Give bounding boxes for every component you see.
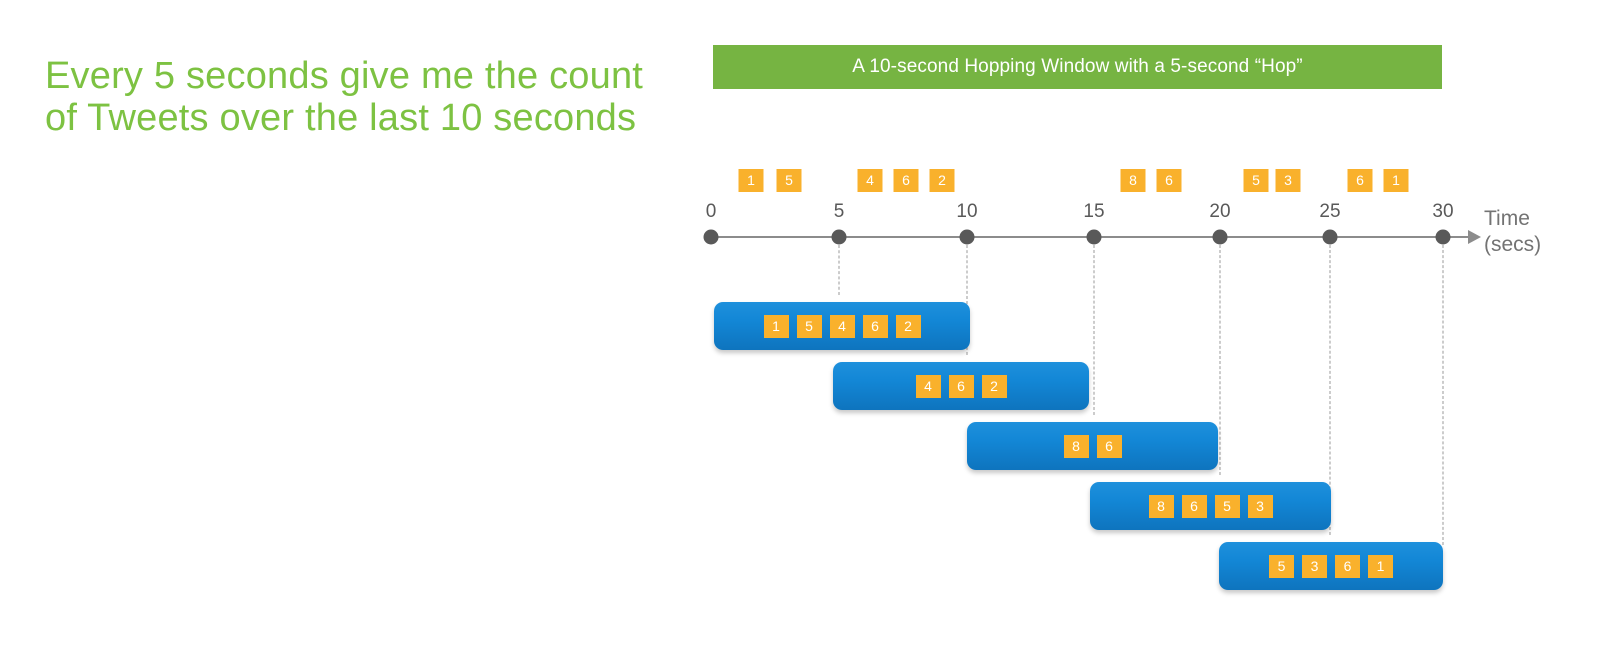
tweet-event-chip: 3 — [1275, 169, 1301, 192]
window-tweet-chip: 5 — [1269, 554, 1294, 578]
axis-tick-dot — [1435, 229, 1451, 245]
dashed-guide-line — [1329, 245, 1331, 535]
window-tweet-chip: 6 — [948, 374, 974, 398]
axis-tick-dot — [831, 229, 847, 245]
axis-tick-dot — [1322, 229, 1338, 245]
window-tweet-chip: 3 — [1302, 554, 1327, 578]
window-tweet-chip: 5 — [796, 314, 822, 338]
dashed-guide-line — [1219, 245, 1221, 475]
window-tweet-chip: 2 — [981, 374, 1007, 398]
window-tweet-chip: 3 — [1247, 494, 1273, 518]
dashed-guide-line — [838, 245, 840, 295]
axis-tick-label: 10 — [956, 201, 978, 222]
axis-tick-label: 30 — [1432, 201, 1454, 222]
window-tweet-chip: 2 — [895, 314, 921, 338]
tweet-event-chip: 5 — [1243, 169, 1269, 192]
time-axis-arrow-icon — [1468, 230, 1481, 244]
tweet-event-chip: 1 — [738, 169, 764, 192]
dashed-guide-line — [966, 245, 968, 355]
page-title: Every 5 seconds give me the count of Twe… — [45, 55, 654, 139]
banner-title: A 10-second Hopping Window with a 5-seco… — [852, 56, 1303, 77]
axis-tick-label: 5 — [833, 201, 845, 222]
window-tweet-chip: 8 — [1148, 494, 1174, 518]
window-tweet-chip: 4 — [829, 314, 855, 338]
tweet-event-chip: 2 — [929, 169, 955, 192]
window-tweet-chip: 6 — [1335, 554, 1360, 578]
tweet-event-chip: 5 — [776, 169, 802, 192]
dashed-guide-line — [1093, 245, 1095, 415]
tweet-event-chip: 1 — [1383, 169, 1409, 192]
window-tweet-chip: 1 — [763, 314, 789, 338]
axis-tick-dot — [703, 229, 719, 245]
tweet-event-chip: 6 — [893, 169, 919, 192]
banner: A 10-second Hopping Window with a 5-seco… — [713, 45, 1442, 89]
axis-caption: Time (secs) — [1484, 206, 1541, 258]
axis-tick-dot — [1086, 229, 1102, 245]
axis-tick-dot — [959, 229, 975, 245]
axis-tick-label: 25 — [1319, 201, 1341, 222]
window-tweet-chip: 5 — [1214, 494, 1240, 518]
tweet-event-chip: 8 — [1120, 169, 1146, 192]
window-tweet-chip: 6 — [862, 314, 888, 338]
axis-tick-label: 20 — [1209, 201, 1231, 222]
window-tweet-chip: 1 — [1368, 554, 1393, 578]
axis-tick-dot — [1212, 229, 1228, 245]
tweet-event-chip: 6 — [1347, 169, 1373, 192]
axis-tick-label: 15 — [1083, 201, 1105, 222]
axis-tick-label: 0 — [705, 201, 717, 222]
tweet-event-chip: 4 — [857, 169, 883, 192]
axis-caption-line1: Time — [1484, 207, 1530, 230]
window-tweet-chip: 8 — [1063, 434, 1089, 458]
dashed-guide-line — [1442, 245, 1444, 545]
window-tweet-chip: 6 — [1096, 434, 1122, 458]
tweet-event-chip: 6 — [1156, 169, 1182, 192]
axis-caption-line2: (secs) — [1484, 233, 1542, 256]
window-tweet-chip: 6 — [1181, 494, 1207, 518]
window-tweet-chip: 4 — [915, 374, 941, 398]
